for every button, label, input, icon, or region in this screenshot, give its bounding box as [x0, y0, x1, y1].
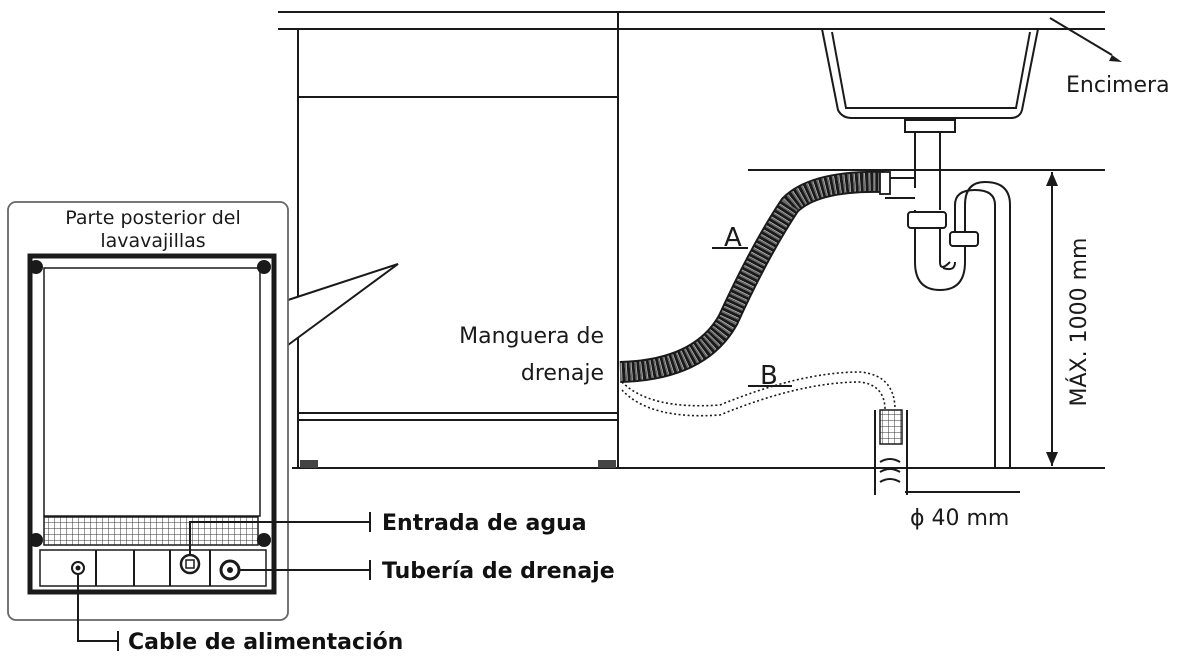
label-countertop: Encimera [1066, 73, 1170, 98]
floor [292, 169, 1105, 493]
label-drain-pipe: Tubería de drenaje [382, 559, 615, 584]
label-power-cable: Cable de alimentación [128, 630, 403, 655]
back-view-pointer [287, 263, 399, 346]
label-diameter: ϕ 40 mm [910, 506, 1009, 531]
back-view-inset [7, 201, 289, 621]
countertop [278, 11, 1122, 62]
label-back-title-2: lavavajillas [100, 230, 205, 252]
label-water-inlet: Entrada de agua [382, 511, 587, 536]
label-hose-a: A [724, 223, 742, 253]
callout-leaders [77, 512, 371, 651]
sink-basin [821, 28, 1039, 133]
label-back-title-1: Parte posterior del [65, 207, 241, 229]
label-max-height: MÁX. 1000 mm [1066, 238, 1092, 407]
drain-hose-b [621, 371, 896, 417]
label-drain-hose-2: drenaje [521, 361, 604, 386]
max-height-dimension [1046, 172, 1058, 466]
label-hose-b: B [760, 361, 778, 391]
standpipe [874, 409, 908, 495]
label-drain-hose-1: Manguera de [459, 324, 604, 349]
drain-hose-a [619, 170, 891, 383]
dishwasher-body [297, 12, 619, 468]
sink-drain-trap [885, 132, 1011, 468]
